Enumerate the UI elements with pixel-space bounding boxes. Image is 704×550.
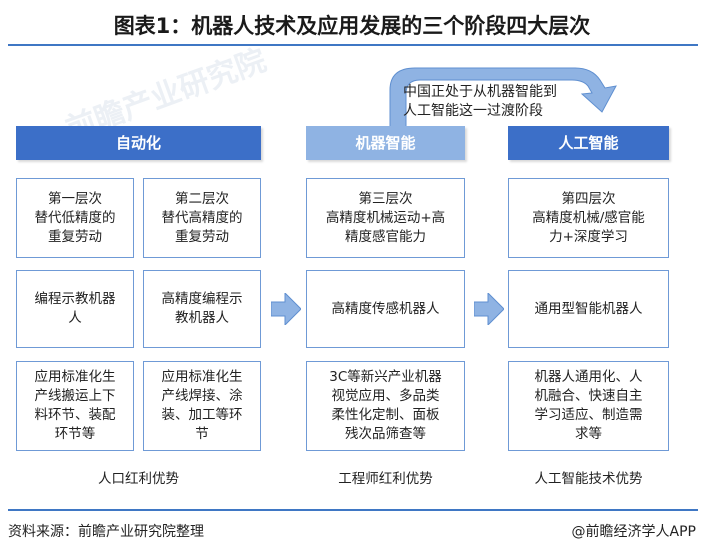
application-2-box: 应用标准化生 产线焊接、涂 装、加工等环 节: [143, 361, 261, 451]
transition-arrow-icon: [389, 67, 617, 129]
footer-machine-intelligence: 工程师红利优势: [338, 471, 433, 487]
robot-type-4-box: 通用型智能机器人: [508, 270, 669, 348]
arrow-right-icon: [474, 293, 504, 325]
bottom-divider: [8, 509, 698, 511]
footer-artificial-intelligence: 人工智能技术优势: [534, 471, 643, 487]
header-machine-intelligence: 机器智能: [306, 126, 465, 160]
robot-type-1-box: 编程示教机器 人: [16, 270, 134, 348]
title-divider: [8, 44, 698, 46]
application-4-box: 机器人通用化、人 机融合、快速自主 学习适应、制造需 求等: [508, 361, 669, 451]
header-automation: 自动化: [16, 126, 261, 160]
page-title: 图表1：机器人技术及应用发展的三个阶段四大层次: [113, 14, 591, 38]
level-3-box: 第三层次 高精度机械运动+高 精度感官能力: [306, 178, 465, 258]
level-4-box: 第四层次 高精度机械/感官能 力+深度学习: [508, 178, 669, 258]
robot-type-2-box: 高精度编程示 教机器人: [143, 270, 261, 348]
application-1-box: 应用标准化生 产线搬运上下 料环节、装配 环节等: [16, 361, 134, 451]
robot-type-3-box: 高精度传感机器人: [306, 270, 465, 348]
header-artificial-intelligence: 人工智能: [508, 126, 669, 160]
credit-label: @前瞻经济学人APP: [571, 524, 696, 540]
source-note: 资料来源：前瞻产业研究院整理: [8, 524, 204, 540]
level-1-box: 第一层次 替代低精度的 重复劳动: [16, 178, 134, 258]
level-2-box: 第二层次 替代高精度的 重复劳动: [143, 178, 261, 258]
transition-callout: 中国正处于从机器智能到 人工智能这一过渡阶段: [403, 84, 557, 119]
application-3-box: 3C等新兴产业机器 视觉应用、多品类 柔性化定制、面板 残次品筛查等: [306, 361, 465, 451]
arrow-right-icon: [271, 293, 301, 325]
footer-automation: 人口红利优势: [98, 471, 179, 487]
